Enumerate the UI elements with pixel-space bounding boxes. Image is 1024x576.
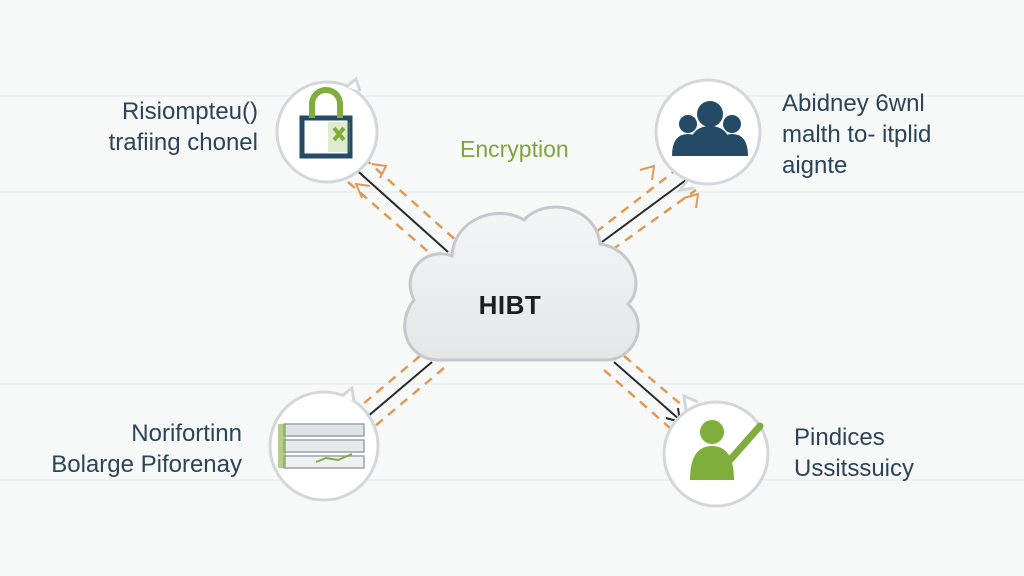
label-line: Pindices xyxy=(794,424,885,451)
label-line: Abidney 6wnl xyxy=(782,90,925,117)
label-bottom-right: Pindices Ussitssuicy xyxy=(794,422,914,484)
node-bottom-left xyxy=(268,385,380,502)
connector-top-right xyxy=(595,164,700,252)
hub-cloud xyxy=(403,205,640,362)
label-top-right: Abidney 6wnl malth to- itplid aignte xyxy=(782,88,931,181)
node-bottom-right xyxy=(662,393,770,508)
padlock-icon xyxy=(299,87,353,159)
label-line: Ussitssuicy xyxy=(794,455,915,482)
label-line: Norifortinn xyxy=(131,420,242,447)
label-line: aignte xyxy=(782,152,848,179)
background-rules xyxy=(0,95,1024,481)
node-top-right xyxy=(654,78,762,193)
document-stack-icon xyxy=(278,423,365,469)
connector-bottom-right xyxy=(603,355,691,429)
person-check-icon xyxy=(690,420,764,480)
label-line: trafiing chonel xyxy=(108,129,258,156)
connector-top-left xyxy=(347,157,461,263)
user-group-icon xyxy=(672,101,748,156)
encryption-caption: Encryption xyxy=(460,136,569,162)
label-line: Risiompteu() xyxy=(121,98,258,125)
label-top-left: Risiompteu() trafiing chonel xyxy=(109,96,258,158)
node-top-left xyxy=(275,76,379,184)
label-line: malth to- itplid xyxy=(782,121,932,148)
label-line: Bolarge Piforenay xyxy=(51,451,242,478)
label-bottom-left: Norifortinn Bolarge Piforenay xyxy=(51,418,242,480)
hub-label: HIBT xyxy=(478,290,542,320)
